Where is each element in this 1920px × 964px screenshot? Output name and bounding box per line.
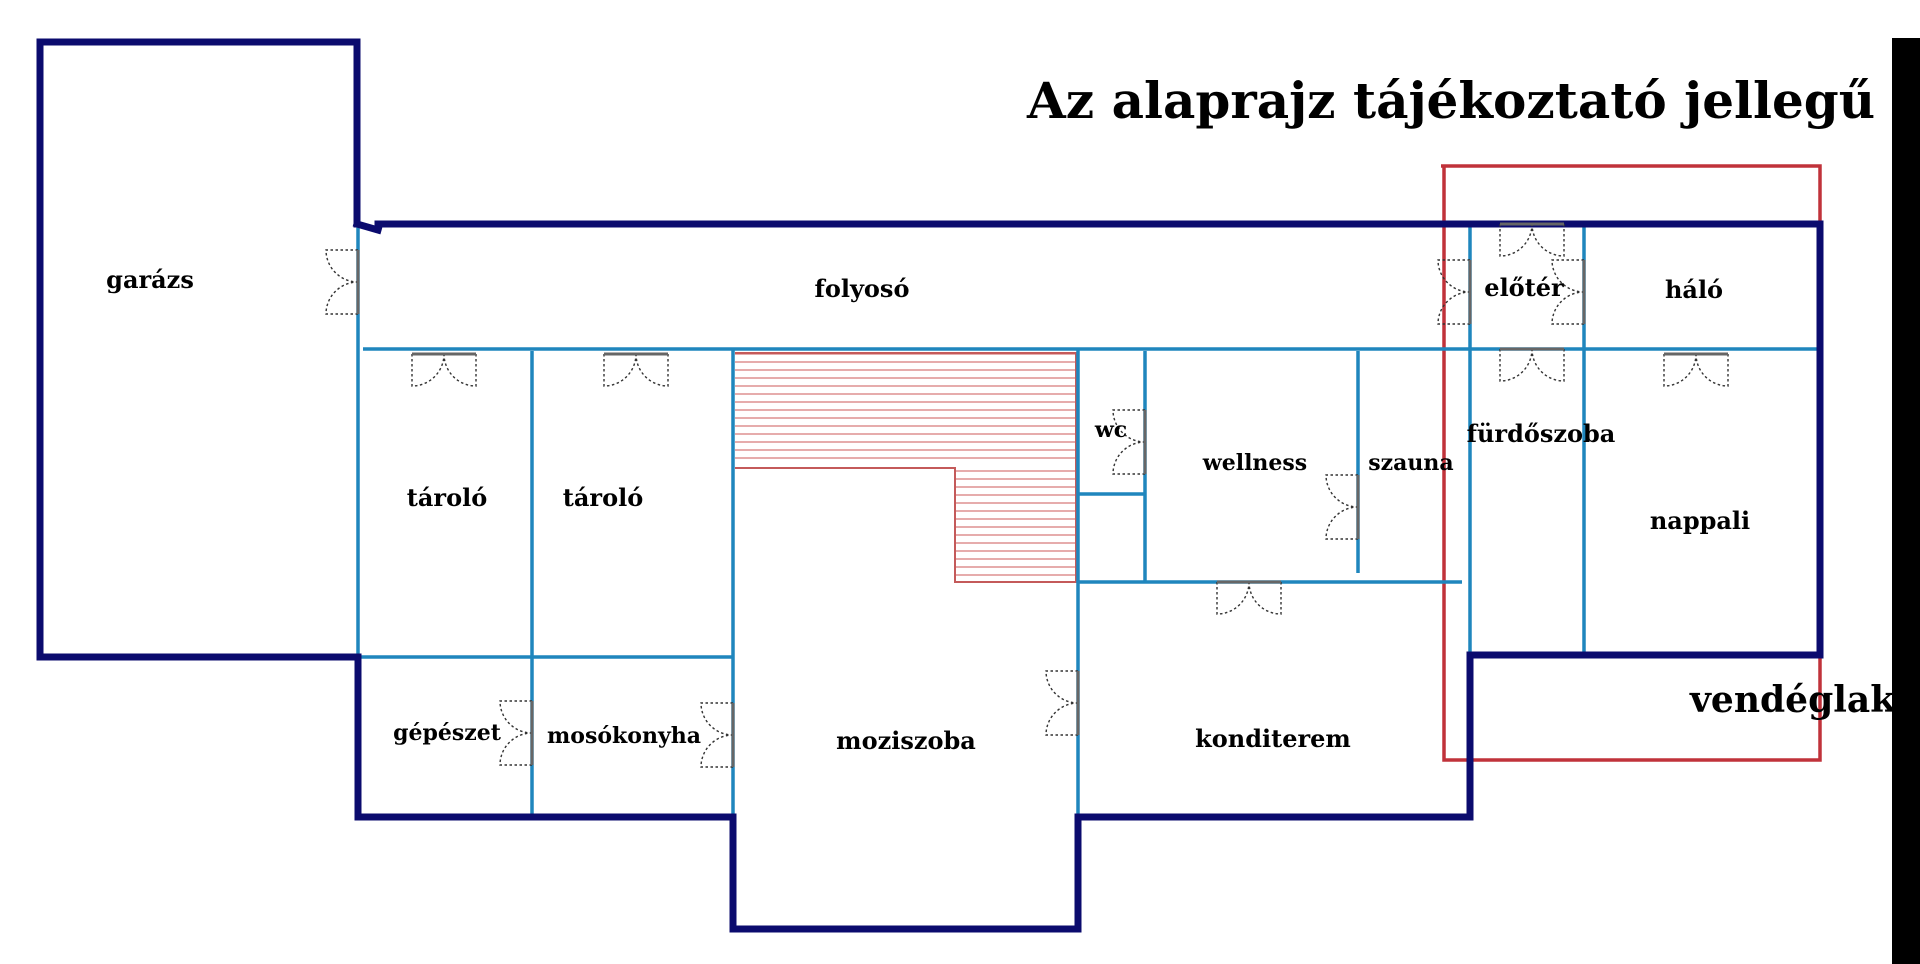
door-swing [700, 734, 734, 768]
room-label-szauna: szauna [1368, 450, 1453, 476]
room-label-wellness: wellness [1202, 450, 1307, 476]
stair-outline [735, 352, 1077, 583]
door-swing [1112, 441, 1146, 475]
door-swing [499, 732, 533, 766]
room-label-konditerem: konditerem [1195, 724, 1351, 753]
door-swing [1531, 348, 1565, 382]
plan-title: Az alaprajz tájékoztató jellegű [1026, 71, 1875, 130]
room-label-eloter: előtér [1484, 273, 1564, 302]
door-swing [1112, 409, 1146, 443]
door-swing [1045, 670, 1079, 704]
room-label-furdoszoba: fürdőszoba [1467, 419, 1616, 448]
door-swing [325, 249, 359, 283]
door-swing [635, 353, 669, 387]
door-swing [1248, 581, 1282, 615]
door-swing [499, 700, 533, 734]
outer-walls [36, 38, 1824, 933]
door-swing [1499, 348, 1533, 382]
door-swing [700, 702, 734, 736]
room-label-folyoso: folyosó [815, 274, 910, 303]
room-label-gepeszet: gépészet [393, 720, 502, 746]
door-swing [1663, 353, 1697, 387]
door-swing [411, 353, 445, 387]
door-swing [1437, 259, 1471, 293]
room-label-tarolo-1: tároló [407, 483, 487, 512]
door-swing [1551, 259, 1585, 293]
staircase [735, 352, 1077, 583]
door-swing [1216, 581, 1250, 615]
inner-walls [356, 224, 1821, 814]
right-edge-bar [1892, 38, 1920, 964]
door-swing [1437, 291, 1471, 325]
room-label-mosokonyha: mosókonyha [547, 723, 701, 749]
room-label-halo: háló [1665, 275, 1723, 304]
room-label-moziszoba: moziszoba [836, 726, 976, 755]
guest-house-label: vendéglak [1689, 679, 1896, 721]
door-swing [325, 281, 359, 315]
door-swing [1695, 353, 1729, 387]
room-label-tarolo-2: tároló [563, 483, 643, 512]
room-labels: garázs folyosó tároló tároló wc wellness… [106, 265, 1750, 755]
doors [325, 222, 1729, 768]
room-label-garazs: garázs [106, 265, 194, 294]
guest-house-outline [1441, 164, 1822, 762]
room-label-nappali: nappali [1650, 506, 1750, 535]
door-swing [443, 353, 477, 387]
door-swing [1531, 223, 1565, 257]
room-label-wc: wc [1094, 417, 1127, 443]
door-swing [1045, 702, 1079, 736]
door-swing [1325, 474, 1359, 508]
door-swing [1325, 506, 1359, 540]
door-swing [1499, 223, 1533, 257]
door-swing [1551, 291, 1585, 325]
door-swing [603, 353, 637, 387]
